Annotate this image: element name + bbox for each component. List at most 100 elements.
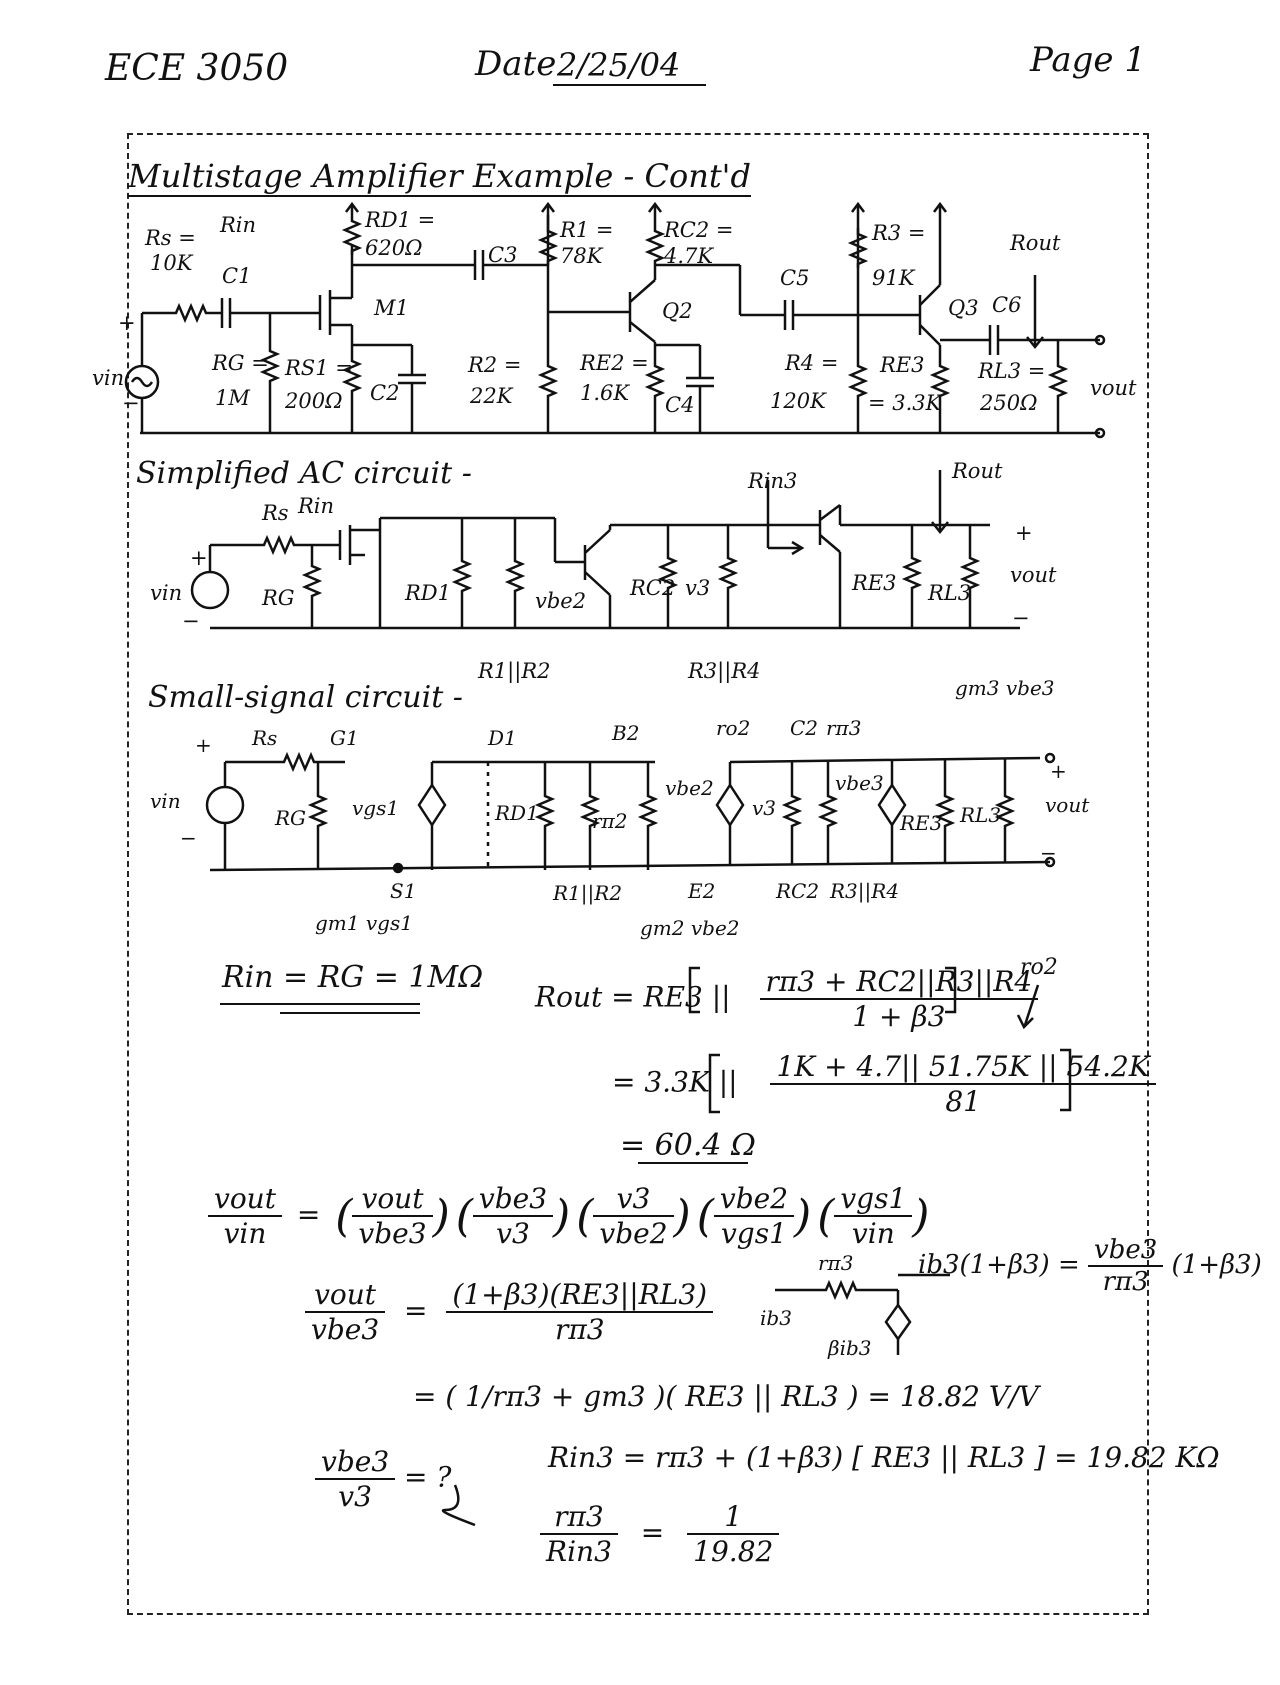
label-vout: vout xyxy=(1090,376,1137,400)
c2-label-rs: Rs xyxy=(261,501,289,525)
rout-sub-den: 81 xyxy=(945,1085,981,1118)
sub-label-bib3: βib3 xyxy=(827,1336,872,1360)
c2-label-rd1: RD1 xyxy=(404,581,451,605)
label-r3: R3 = xyxy=(871,221,925,245)
ro2-arrowhead xyxy=(1016,1014,1034,1030)
rout-result: = 60.4 Ω xyxy=(620,1128,756,1163)
section-ac-title: Simplified AC circuit - xyxy=(136,456,472,491)
label-rl3-value: 250Ω xyxy=(979,391,1038,415)
paren-close: ) xyxy=(432,1190,450,1242)
c3-label-vgs1: vgs1 xyxy=(352,796,399,820)
rout-sub-lhs: = 3.3K || xyxy=(612,1065,738,1099)
gain-factor-num: vout xyxy=(352,1182,433,1217)
rin3-equation: Rin3 = rπ3 + (1+β3) [ RE3 || RL3 ] = 19.… xyxy=(548,1441,1220,1474)
gain-factor-num: vgs1 xyxy=(834,1182,913,1217)
c2-label-minus: − xyxy=(182,609,200,633)
rout-sub-num: 1K + 4.7|| 51.75K || 54.2K xyxy=(770,1050,1156,1085)
label-r4-value: 120K xyxy=(770,389,827,413)
rpi3-subcircuit-labels: rπ3 ib3 βib3 xyxy=(760,1251,872,1360)
rout-den: 1 + β3 xyxy=(852,1000,946,1033)
c2-label-plus-out: + xyxy=(1015,521,1033,545)
date-label: Date xyxy=(475,44,557,84)
rin-underline-2 xyxy=(280,1012,420,1014)
page-title: Multistage Amplifier Example - Cont'd xyxy=(128,157,751,197)
c3-label-re3: RE3 xyxy=(899,811,942,835)
course-label: ECE 3050 xyxy=(105,48,289,89)
c2-label-vin: vin xyxy=(150,581,182,605)
c2-label-r1r2: R1||R2 xyxy=(477,659,551,684)
label-r2-value: 22K xyxy=(469,384,514,408)
label-vin: vin xyxy=(92,366,124,390)
c3-label-vin: vin xyxy=(150,789,181,813)
label-q3: Q3 xyxy=(948,296,979,320)
rout-lhs: Rout = RE3 || xyxy=(535,980,731,1014)
label-rs1-value: 200Ω xyxy=(284,389,343,413)
ro2-label: ro2 xyxy=(1020,955,1058,980)
label-rin: Rin xyxy=(219,213,256,237)
label-re2-value: 1.6K xyxy=(580,381,630,405)
label-q2: Q2 xyxy=(662,299,693,323)
label-rd1-value: 620Ω xyxy=(365,236,423,260)
section-small-signal-title: Small-signal circuit - xyxy=(148,680,463,715)
c2-label-vbe2: vbe2 xyxy=(535,589,586,613)
label-rl3: RL3 = xyxy=(977,359,1045,383)
c3-label-rpi2: rπ2 xyxy=(592,809,627,833)
c2-label-r3r4: R3||R4 xyxy=(687,659,761,684)
ib3-tail: (1+β3) xyxy=(1171,1250,1262,1280)
gain3-num: (1+β3)(RE3||RL3) xyxy=(446,1278,714,1313)
rout-fraction: rπ3 + RC2||R3||R4 1 + β3 xyxy=(759,965,1039,1033)
paren-open: ( xyxy=(335,1190,353,1242)
gain-factor-num: v3 xyxy=(593,1182,674,1217)
rout-sub-fraction: 1K + 4.7|| 51.75K || 54.2K 81 xyxy=(770,1050,1156,1118)
rout-bracket-left xyxy=(688,966,700,1014)
label-minus: − xyxy=(122,391,140,415)
label-c1: C1 xyxy=(222,264,251,288)
c3-label-e2: E2 xyxy=(687,879,715,903)
full-amplifier-circuit xyxy=(124,201,1106,439)
gain3-lhs: vout vbe3 xyxy=(305,1278,386,1346)
gain3-fraction: (1+β3)(RE3||RL3) rπ3 xyxy=(446,1278,714,1346)
gain-factor-den: vgs1 xyxy=(720,1217,787,1250)
c3-label-minus-out: − xyxy=(1040,841,1057,865)
stage3-gain-equation: vout vbe3 = (1+β3)(RE3||RL3) rπ3 xyxy=(305,1278,714,1346)
ratio-equals: = xyxy=(640,1515,665,1549)
gain3-den: rπ3 xyxy=(554,1313,605,1346)
label-c5: C5 xyxy=(780,266,809,290)
c3-label-vbe3: vbe3 xyxy=(835,771,884,795)
label-rg: RG = xyxy=(211,351,269,375)
c2-label-rl3: RL3 xyxy=(927,581,971,605)
gain3-lhs-den: vbe3 xyxy=(311,1313,380,1346)
label-re3: RE3 xyxy=(879,353,925,377)
label-r3-value: 91K xyxy=(872,266,916,290)
paren-open: ( xyxy=(455,1190,473,1242)
label-rg-value: 1M xyxy=(215,386,250,410)
label-rs: Rs = xyxy=(144,226,196,250)
ratio-den: Rin3 xyxy=(546,1535,612,1568)
label-m1: M1 xyxy=(373,296,409,320)
stage3-gain-result: = ( 1/rπ3 + gm3 )( RE3 || RL3 ) = 18.82 … xyxy=(413,1380,1039,1413)
paren-open: ( xyxy=(576,1190,594,1242)
label-rc2: RC2 = xyxy=(663,218,734,242)
rout-sub-bracket-left xyxy=(708,1053,720,1114)
simplified-ac-circuit xyxy=(190,470,1020,630)
label-rout: Rout xyxy=(1009,231,1061,255)
vbe3-over-v3-question: vbe3 v3 = ? xyxy=(315,1445,451,1513)
c2-label-plus: + xyxy=(190,546,208,570)
c3-label-minus: − xyxy=(180,826,197,850)
c3-label-rs: Rs xyxy=(251,726,277,750)
ib3-lhs: ib3(1+β3) = xyxy=(918,1250,1089,1280)
label-rs1: RS1 = xyxy=(284,356,353,380)
dashed-frame xyxy=(127,133,1149,1615)
c3-label-rd1: RD1 xyxy=(494,801,539,825)
c3-label-c2: C2 xyxy=(790,716,818,740)
circuit1-labels: Rs = 10K Rin C1 RG = 1M RD1 = 620Ω M1 RS… xyxy=(92,208,1137,417)
circuit2-labels: Rs Rin RG RD1 R1||R2 vbe2 RC2 v3 R3||R4 … xyxy=(150,459,1057,684)
ratio-rhs-num: 1 xyxy=(687,1500,780,1535)
paren-close: ) xyxy=(794,1190,812,1242)
q-den: v3 xyxy=(338,1480,372,1513)
gain-factor-den: v3 xyxy=(496,1217,530,1250)
